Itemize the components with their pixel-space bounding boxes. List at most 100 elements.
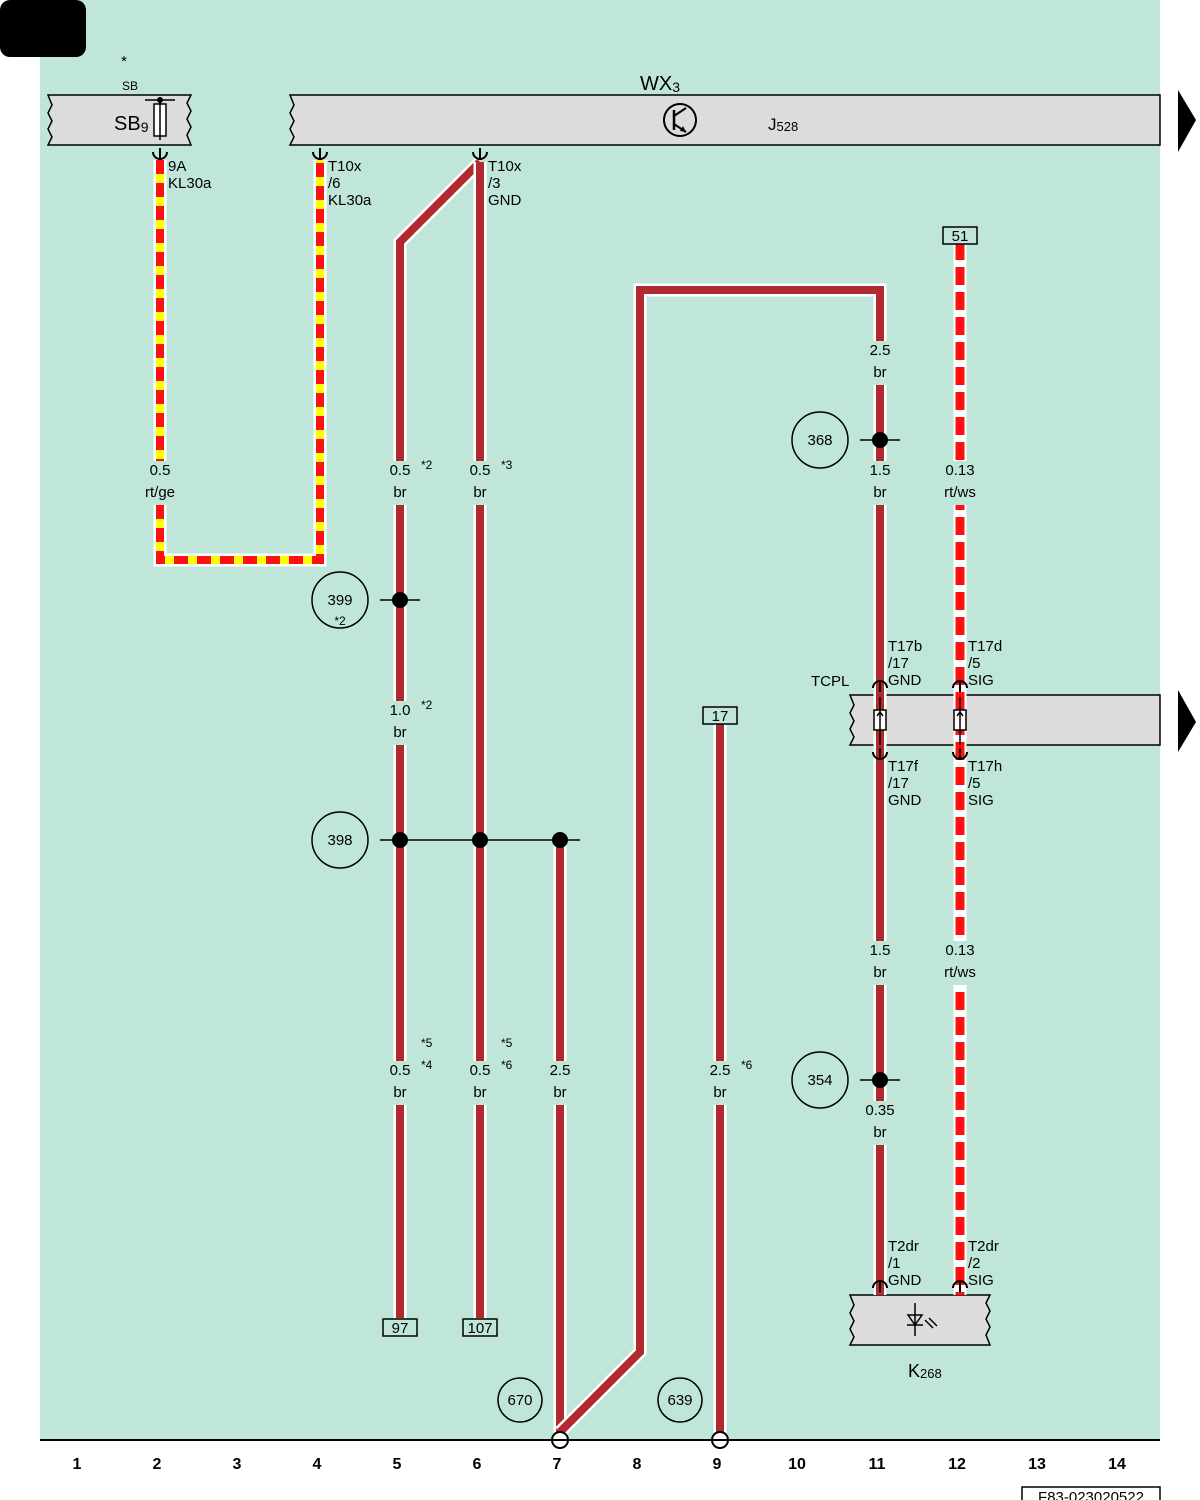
wire-label-w-col5-top: 0.5br*2 (390, 458, 433, 501)
wire-color: br (473, 1084, 486, 1101)
wx3-label: WX3 (640, 73, 680, 95)
wire-color: br (873, 364, 886, 381)
tcpl-label: TCPL (811, 673, 849, 690)
control-unit-j528: WX3 J528 (288, 73, 1161, 146)
pin-label-line: T17f (888, 758, 919, 775)
pin-connector-t2dr-2 (952, 1280, 968, 1292)
sensor-k268: K268 (848, 1294, 992, 1381)
reference-number: 17 (712, 708, 729, 725)
pin-label-line: GND (488, 192, 522, 209)
reference-box-97: 97 (382, 1318, 418, 1337)
continuation-arrow-mid (1178, 690, 1196, 752)
pin-label-line: T17d (968, 638, 1002, 655)
wire-size: 2.5 (870, 342, 891, 359)
wire-color: br (473, 484, 486, 501)
sb-asterisk: * (121, 53, 127, 70)
tcpl-terminal-1 (873, 697, 887, 745)
wire-size: 0.13 (945, 462, 974, 479)
pin-label-line: 9A (168, 158, 186, 175)
wire-color: rt/ge (145, 484, 175, 501)
page-tab-marker (0, 0, 86, 57)
pin-connector-t17b-17 (872, 680, 888, 692)
transistor-icon (663, 103, 697, 137)
wire-label-w-col5-mid: 1.0br*2 (390, 698, 433, 741)
wire-size: 0.5 (470, 1062, 491, 1079)
label-knockout (944, 941, 976, 985)
splice-dot (872, 432, 888, 448)
column-number: 2 (153, 1456, 162, 1473)
splice-number: 398 (327, 832, 352, 849)
pin-label-line: /5 (968, 655, 981, 672)
splice-circle-670: 670 (497, 1377, 543, 1423)
wire-label-w-col9: 2.5br*6 (710, 1058, 753, 1101)
pin-label-line: KL30a (328, 192, 372, 209)
pin-label-line: KL30a (168, 175, 212, 192)
splice-dot (472, 832, 488, 848)
label-knockout (384, 461, 416, 505)
pin-connector-t2dr-1 (872, 1280, 888, 1292)
splice-circle-398: 398 (311, 811, 369, 869)
wire-br-col5 (393, 157, 485, 1318)
wire-size: 0.13 (945, 942, 974, 959)
wire-note: *2 (421, 698, 433, 712)
fuse-holder-sb: * SB SB9 (46, 53, 193, 146)
wire-size: 2.5 (550, 1062, 571, 1079)
wire-label-w-col11-b: 1.5 br (870, 462, 891, 501)
pin-label-line: T2dr (888, 1238, 919, 1255)
pin-label-line: /3 (488, 175, 501, 192)
reference-box-51: 51 (942, 226, 978, 245)
splice-number: 354 (807, 1072, 832, 1089)
reference-box-17: 17 (702, 706, 738, 725)
pin-label-line: SIG (968, 1272, 994, 1289)
reference-number: 51 (952, 228, 969, 245)
splice-number: 670 (507, 1392, 532, 1409)
column-number: 7 (553, 1456, 562, 1473)
label-knockout (384, 1061, 416, 1105)
wire-color: br (873, 484, 886, 501)
wire-color: br (873, 964, 886, 981)
sb-group-label: SB (122, 79, 138, 93)
wire-note: *3 (501, 458, 513, 472)
pin-label-line: SIG (968, 792, 994, 809)
pin-label-line: SIG (968, 672, 994, 689)
wire-size: 0.35 (865, 1102, 894, 1119)
wire-size: 0.5 (470, 462, 491, 479)
wire-label-w-col6-top: 0.5 br *3 (470, 458, 513, 501)
connector-tcpl: TCPL (811, 673, 1161, 746)
sb9-label: SB9 (114, 113, 149, 135)
pin-connector-t17f-17 (872, 748, 888, 760)
label-knockout (144, 461, 176, 505)
pin-label-line: /2 (968, 1255, 981, 1272)
wire-size: 0.5 (390, 462, 411, 479)
splice-number: 639 (667, 1392, 692, 1409)
splice-dot (552, 832, 568, 848)
reference-box-107: 107 (462, 1318, 498, 1337)
wire-label-w-col7: 2.5 br (550, 1062, 571, 1101)
pin-label-line: /1 (888, 1255, 901, 1272)
pin-label-line: T10x (328, 158, 362, 175)
document-id-box: F83-023020522 (1021, 1486, 1161, 1500)
splice-circle-399: 399*2 (311, 571, 369, 629)
wire-color: br (393, 724, 406, 741)
splice-number: 399 (327, 592, 352, 609)
label-knockout (864, 941, 896, 985)
wire-color: br (553, 1084, 566, 1101)
wire-size: 1.5 (870, 462, 891, 479)
pin-label-line: T2dr (968, 1238, 999, 1255)
wire-note: *6 (741, 1058, 753, 1072)
wire-note: *5*6 (501, 1036, 513, 1072)
wire-size: 0.5 (150, 462, 171, 479)
pin-label-line: /6 (328, 175, 341, 192)
splice-circle-354: 354 (791, 1051, 849, 1109)
pin-label-line: GND (888, 672, 922, 689)
column-number: 12 (948, 1456, 966, 1473)
